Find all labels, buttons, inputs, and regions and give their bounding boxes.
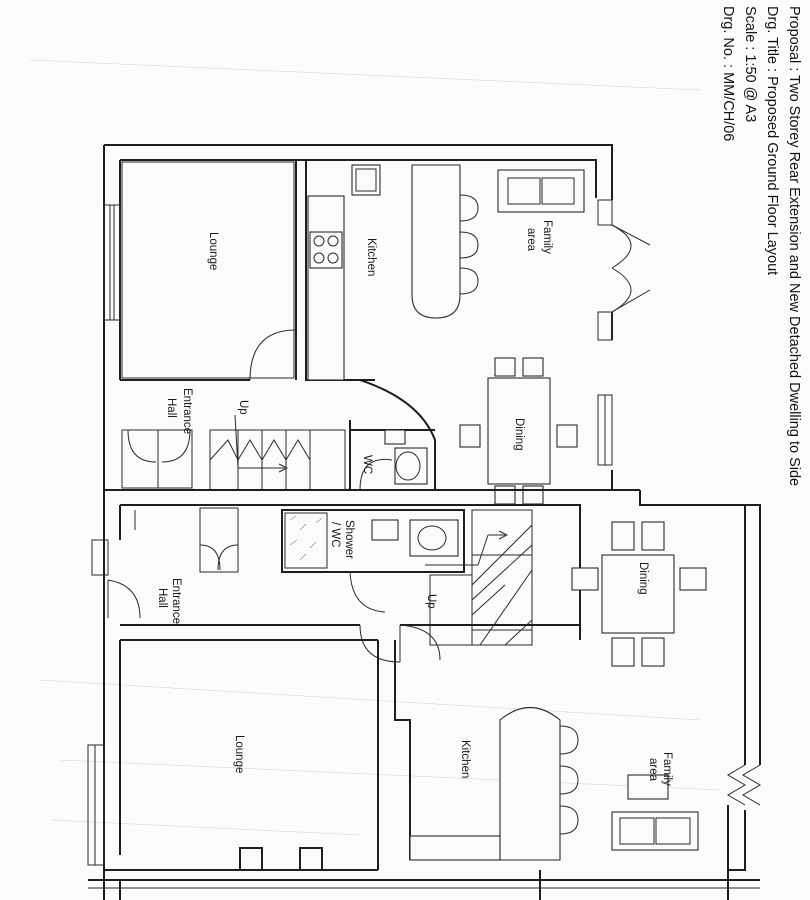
existing-wc-washbasin (384, 429, 406, 445)
existing-stair-up-label: Up (237, 400, 249, 415)
new-staircase (425, 509, 533, 646)
title-block: Proposal : Two Storey Rear Extension and… (720, 6, 802, 486)
existing-kitchen-sink (351, 164, 381, 196)
new-kitchen-island (499, 707, 561, 861)
drawing-number-text: Drg. No. : MM/CH/06 (720, 6, 736, 141)
bar-stool (459, 267, 479, 295)
existing-dining-label: Dining (513, 418, 525, 451)
proposal-text: Proposal : Two Storey Rear Extension and… (786, 6, 802, 486)
existing-sofa (497, 169, 585, 213)
new-hall-cupboard (199, 507, 239, 573)
drawing-title-text: Drg. Title : Proposed Ground Floor Layou… (764, 6, 780, 275)
existing-hall-label: Hall (165, 398, 177, 418)
scan-noise (29, 59, 721, 836)
window-existing-lounge (103, 204, 121, 321)
existing-staircase (209, 414, 346, 491)
new-entrance-label: Entrance (170, 578, 182, 624)
new-lounge-label: Lounge (233, 735, 245, 773)
new-dining-label: Dining (637, 562, 649, 595)
new-stair-up-label: Up (425, 594, 437, 609)
bar-stool (459, 194, 479, 222)
existing-family-area-label-1: Family (541, 220, 553, 254)
existing-wc-label: WC (361, 455, 373, 474)
existing-house (103, 144, 651, 505)
bifold-doors-new (727, 764, 761, 806)
new-shower-tray (284, 512, 328, 569)
existing-kitchen-worktop (307, 195, 345, 381)
new-kitchen-worktop (409, 835, 501, 861)
new-shower-label: Shower (343, 520, 355, 559)
existing-entrance-label: Entrance (181, 388, 193, 434)
new-family-area-label-2: area (647, 758, 659, 782)
french-doors-existing (611, 224, 632, 313)
window-new-lounge (87, 744, 105, 866)
new-kitchen-label: Kitchen (459, 740, 471, 778)
window-existing-rear-2 (597, 311, 613, 341)
existing-kitchen-island (411, 164, 461, 319)
bar-stool (459, 231, 479, 259)
existing-lounge-area (121, 161, 295, 379)
new-wc-label: / WC (329, 522, 341, 548)
new-family-area-label-1: Family (661, 752, 673, 786)
existing-dining-set (459, 357, 578, 505)
existing-kitchen-label: Kitchen (365, 238, 377, 276)
window-existing-rear-1 (597, 199, 613, 226)
window-new-hall (91, 539, 109, 576)
existing-lounge-label: Lounge (207, 232, 219, 270)
door-new-entrance (107, 579, 141, 619)
existing-family-area-label-2: area (525, 228, 537, 252)
new-wc-basin (409, 519, 459, 557)
scale-text: Scale : 1:50 @ A3 (742, 6, 758, 122)
new-coffee-table (627, 774, 669, 800)
new-washbasin (371, 519, 399, 541)
new-hall-label: Hall (156, 588, 168, 608)
bar-stool (559, 765, 579, 795)
new-dwelling (87, 490, 761, 900)
existing-hall-cupboard (121, 429, 193, 489)
bar-stool (559, 805, 579, 835)
bar-stool (559, 725, 579, 755)
existing-hob (309, 231, 343, 269)
new-shower-wc-room (281, 509, 465, 573)
new-dining-set (571, 521, 707, 667)
existing-wc-basin (394, 447, 428, 485)
